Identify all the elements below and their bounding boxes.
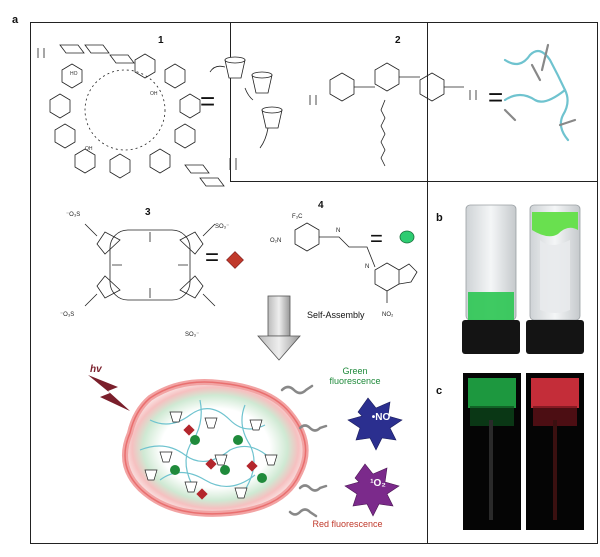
porphyrin-structure [84,223,216,307]
light-bolt-icon [88,375,130,411]
nanoassembly [122,379,309,517]
svg-text:⁻O₃S: ⁻O₃S [66,212,80,218]
svg-text:OH: OH [150,91,158,97]
red-fluorescence-label: Red fluorescence [312,519,383,529]
no-radical-label: •NO [371,412,391,423]
compound-label-1: 1 [158,35,164,46]
compound-label-3: 3 [145,207,151,218]
fluorescence-green [463,373,521,530]
panel-label-b: b [436,212,443,224]
equals-sign-4: = [370,226,383,251]
svg-text:N: N [365,264,369,270]
polysaccharide-structure [309,62,477,167]
vial-solution [462,204,520,354]
green-fluorescence-label: Green fluorescence [329,366,381,386]
svg-text:N: N [336,228,340,234]
fluorescence-red [526,373,584,530]
emission-arrows [280,384,328,518]
equals-sign-3: = [205,244,220,271]
equals-sign-2: = [488,82,504,112]
self-assembly-label: Self-Assembly [307,310,365,320]
equals-sign-1: = [200,86,216,116]
compound-label-2: 2 [395,35,401,46]
no-star-icon [347,397,403,451]
svg-text:F₃C: F₃C [292,214,303,220]
svg-text:NO₂: NO₂ [382,312,394,318]
self-assembly-arrow [257,295,301,361]
top-structures-frame [230,22,598,182]
svg-text:SO₃⁻: SO₃⁻ [215,224,229,230]
porphyrin-diamond-icon [226,251,244,269]
cyclodextrin-structure [37,44,237,187]
singlet-oxygen-star-icon [344,463,400,517]
singlet-oxygen-label: ¹O₂ [370,478,386,489]
panel-b-frame [427,181,598,544]
svg-text:⁻O₃S: ⁻O₃S [60,312,74,318]
compound-label-4: 4 [318,200,324,211]
polymer-cartoon [503,43,577,142]
hv-label: hv [90,364,102,375]
svg-text:OH: OH [85,146,93,152]
svg-text:SO₃⁻: SO₃⁻ [185,332,199,338]
cd-cone-icons [209,56,283,149]
nbd-green-circle-icon [399,230,415,244]
vial-gel [526,204,584,354]
svg-text:O₂N: O₂N [270,238,281,244]
svg-text:HO: HO [70,71,78,77]
nbd-structure [294,222,418,303]
panel-label-a: a [12,14,19,26]
panel-label-c: c [436,385,443,397]
